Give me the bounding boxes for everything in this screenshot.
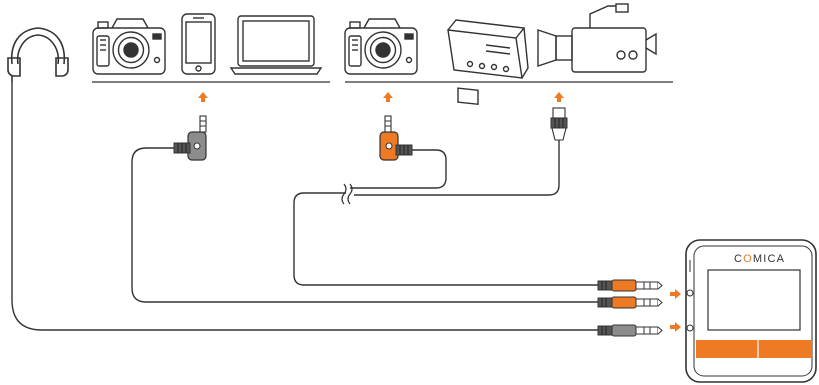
dslr-camera-icon xyxy=(92,18,166,75)
brand-logo: COMICA xyxy=(734,253,785,265)
laptop-icon xyxy=(229,15,323,75)
xlr-cable xyxy=(354,140,560,196)
orange-jack-cable-upper xyxy=(350,149,447,189)
signal-arrow-2 xyxy=(383,92,393,102)
signal-arrow-1 xyxy=(198,92,208,102)
signal-arrow-3 xyxy=(554,92,564,102)
signal-arrow-4 xyxy=(670,289,681,299)
straight-plug-3 xyxy=(597,324,663,337)
smartphone-icon xyxy=(181,13,216,75)
straight-plug-2 xyxy=(597,296,663,309)
field-recorder-icon xyxy=(447,19,529,106)
xlr-plug xyxy=(550,107,568,141)
signal-arrow-5 xyxy=(670,322,681,332)
cable-break-mark xyxy=(341,183,353,205)
video-camera-icon xyxy=(537,3,657,73)
receiver-device-icon: COMICA xyxy=(685,239,817,383)
straight-plug-1 xyxy=(597,279,663,292)
dslr-camera-icon xyxy=(344,18,418,75)
headphone-cable xyxy=(11,82,600,331)
gray-jack-cable xyxy=(131,147,600,303)
headphones-icon xyxy=(7,27,69,82)
orange-jack-cable-lower xyxy=(293,192,600,286)
gray-right-angle-plug xyxy=(173,115,207,161)
orange-right-angle-plug xyxy=(379,115,413,161)
